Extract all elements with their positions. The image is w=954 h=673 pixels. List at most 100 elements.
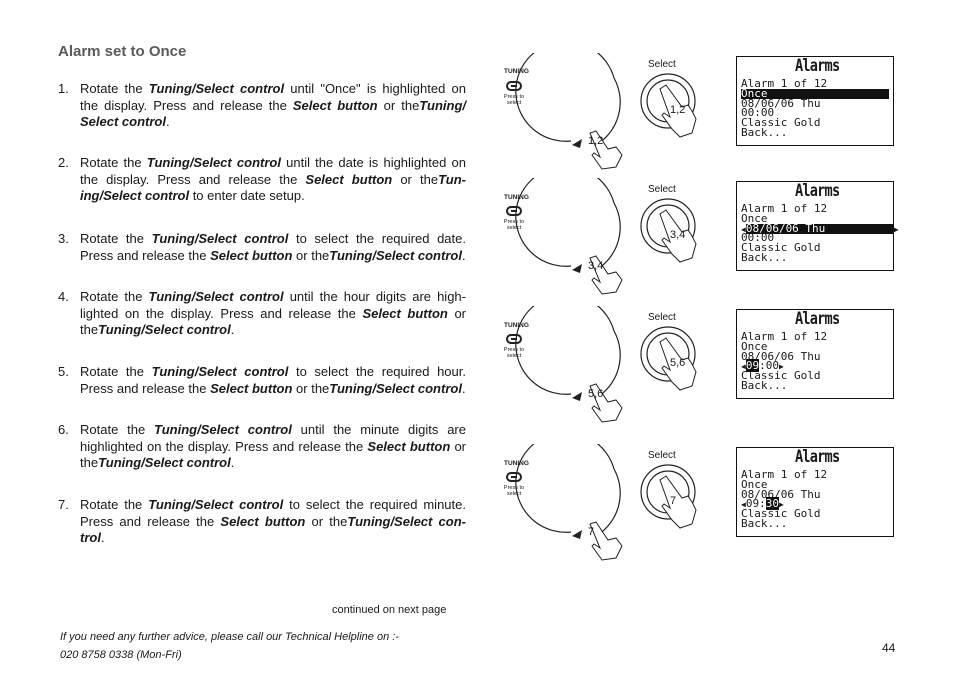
control-name: Select button: [210, 247, 293, 263]
select-button-step-label: 3,4: [670, 229, 686, 241]
step-text: to select the required minute. Press and…: [80, 497, 466, 529]
dial-step-label: 1,2: [588, 135, 604, 147]
lcd-row: ◀08/06/06 Thu▶: [741, 223, 899, 234]
select-button-label: Select: [648, 59, 676, 70]
instruction-step: 1.Rotate the Tuning/Select control until…: [58, 81, 466, 131]
press-to-select-label: Press to select: [503, 485, 525, 497]
lcd-text: Classic Gold: [741, 369, 821, 383]
step-text: to select the required hour. Press and r…: [80, 364, 466, 396]
lcd-text: Classic Gold: [741, 241, 821, 255]
control-name: Select button: [362, 305, 448, 321]
lcd-text: 08/06/06 Thu: [741, 349, 821, 363]
step-text: .: [165, 114, 170, 129]
step-text: or the: [80, 305, 466, 338]
lcd-text: Alarm 1 of 12: [741, 202, 828, 215]
tuning-label: TUNING: [504, 194, 529, 201]
step-text: Rotate the: [80, 81, 149, 96]
step-text: .: [461, 380, 466, 396]
lcd-row: Once: [741, 88, 891, 99]
control-name: Tuning/ Select control: [80, 97, 466, 130]
lcd-text: 00:00: [741, 231, 775, 245]
select-button-label: Select: [648, 312, 676, 323]
scroll-arrow-icon: ▶: [778, 362, 784, 372]
lcd-row: Back...: [741, 518, 891, 529]
lcd-row: Classic Gold: [741, 117, 891, 128]
control-name: Tuning/Select control: [148, 81, 285, 96]
lcd-row: Alarm 1 of 12: [741, 202, 891, 215]
control-name: Tuning/Select control: [151, 364, 289, 379]
instruction-step: 7.Rotate the Tuning/Select control to se…: [58, 497, 466, 547]
lcd-row: Classic Gold: [741, 369, 891, 383]
step-text: Rotate the: [80, 364, 152, 379]
press-to-select-label: Press to select: [503, 219, 525, 231]
control-name: Tuning/Select control: [151, 231, 289, 246]
lcd-text: 08/06/06 Thu: [741, 96, 821, 110]
control-name: Select button: [305, 171, 393, 187]
tuning-label: TUNING: [504, 68, 529, 75]
control-name: Select button: [210, 380, 293, 396]
lcd-title: Alarms: [795, 181, 840, 201]
lcd-text: 09: [745, 359, 760, 373]
lcd-text: Once: [741, 477, 768, 491]
control-name: Tuning/Select control: [329, 380, 462, 396]
lcd-row: Alarm 1 of 12: [741, 330, 891, 343]
lcd-row: ◀09:30▶: [741, 497, 891, 511]
lcd-title: Alarms: [795, 309, 840, 329]
lcd-text: :00: [759, 359, 779, 373]
lcd-text: Back...: [741, 378, 788, 392]
scroll-arrow-icon: ◀: [741, 362, 746, 372]
lcd-text: Classic Gold: [741, 507, 821, 521]
press-to-select-label: Press to select: [503, 94, 525, 106]
control-name: Tuning/Select control: [148, 289, 284, 304]
continued-note: continued on next page: [332, 604, 447, 616]
lcd-row: Back...: [741, 252, 891, 263]
control-name: Tuning/Select control: [148, 497, 284, 512]
lcd-row: 08/06/06 Thu: [741, 96, 891, 110]
instruction-step: 6.Rotate the Tuning/Select control until…: [58, 422, 466, 472]
lcd-row: 00:00: [741, 107, 891, 118]
lcd-row: Once: [741, 211, 891, 225]
select-button-step-label: 1,2: [670, 104, 686, 116]
step-text: .: [230, 455, 235, 470]
scroll-arrow-icon: ◀: [741, 500, 746, 510]
control-name: Select button: [367, 438, 451, 454]
step-text: or the: [305, 513, 348, 529]
lcd-text: Back...: [741, 125, 788, 139]
scroll-arrow-icon: ▶: [893, 224, 899, 234]
select-button-label: Select: [648, 184, 676, 195]
section-heading: Alarm set to Once: [58, 43, 187, 60]
lcd-text: Once: [741, 339, 768, 353]
lcd-text: Once: [741, 211, 768, 225]
step-text: to enter date setup.: [189, 188, 305, 203]
step-text: or the: [80, 438, 467, 471]
step-number: 5.: [58, 364, 69, 379]
step-text: .: [230, 322, 235, 337]
lcd-text: Alarm 1 of 12: [741, 77, 828, 90]
control-name: Tuning/Select control: [98, 322, 231, 337]
lcd-text: 08/06/06 Thu: [745, 223, 894, 234]
step-text: until the date is highlighted on the dis…: [80, 155, 466, 187]
step-text: to select the required date. Press and r…: [80, 231, 466, 263]
select-button-step-label: 5,6: [670, 357, 686, 369]
step-text: Rotate the: [80, 422, 154, 437]
select-button-step-label: 7: [670, 495, 677, 507]
lcd-text: Alarm 1 of 12: [741, 330, 828, 343]
instruction-step: 3.Rotate the Tuning/Select control to se…: [58, 231, 466, 264]
tuning-label: TUNING: [504, 460, 529, 467]
step-text: Rotate the: [80, 231, 152, 246]
lcd-text: Alarm 1 of 12: [741, 468, 828, 481]
lcd-row: Classic Gold: [741, 241, 891, 255]
step-number: 1.: [58, 81, 69, 96]
lcd-row: 00:00: [741, 231, 891, 245]
lcd-row: 08/06/06 Thu: [741, 489, 891, 500]
control-name: Tuning/Select control: [146, 155, 281, 170]
lcd-row: Once: [741, 339, 891, 353]
